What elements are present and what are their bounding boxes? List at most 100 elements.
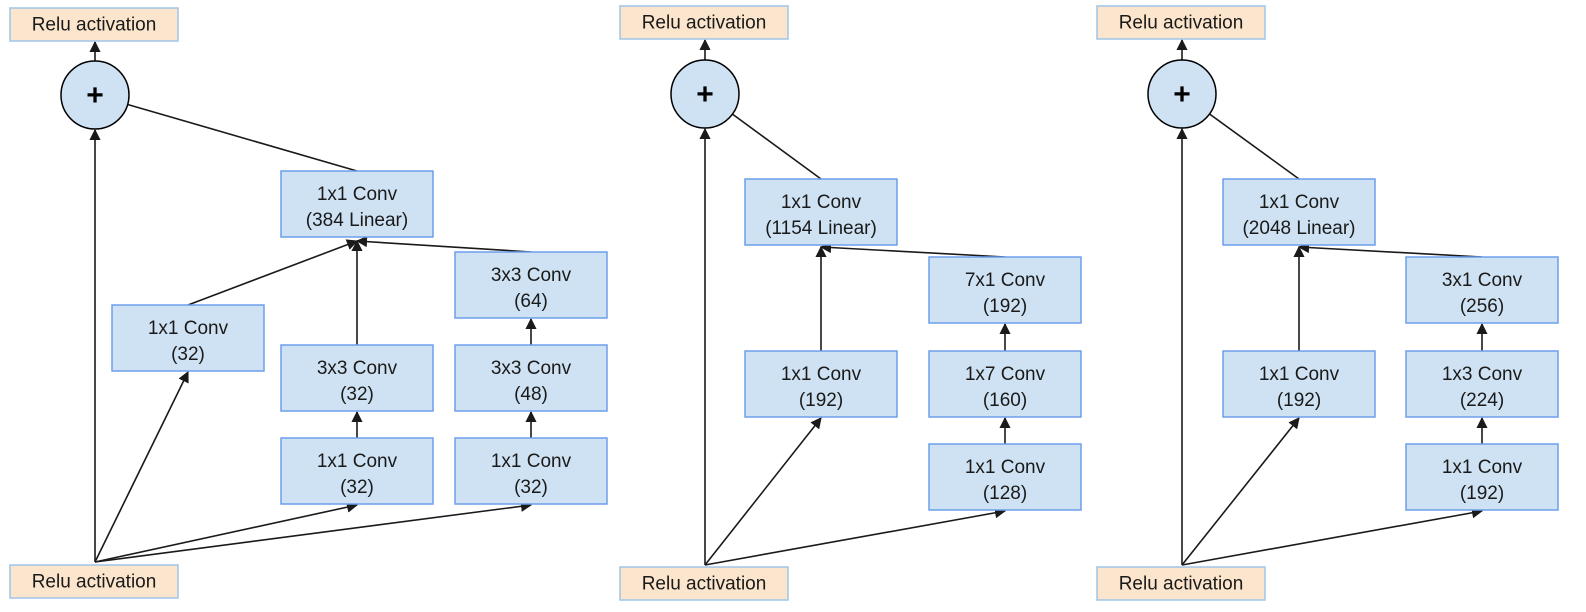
merge-conv-block-3: 1x1 Conv(2048 Linear) xyxy=(1222,178,1376,246)
conv-box-shape xyxy=(280,170,434,238)
conv-type-label: 1x1 Conv xyxy=(148,318,229,339)
relu-input-block-3: Relu activation xyxy=(1096,566,1266,601)
branch-1-conv-1: 1x1 Conv (192) xyxy=(1222,350,1376,418)
relu-output-block-2: Relu activation xyxy=(619,5,789,40)
relu-input-block-2: Relu activation xyxy=(619,566,789,601)
conv-box-shape xyxy=(454,344,608,412)
relu-label: Relu activation xyxy=(642,13,767,34)
branch-2-conv-1: 1x1 Conv (192) xyxy=(1405,443,1559,511)
plus-icon: + xyxy=(696,78,714,111)
conv-channels-label: (192) xyxy=(983,296,1027,317)
edge-input-to-branch-2 xyxy=(94,501,359,563)
conv-channels-label: (1154 Linear) xyxy=(765,218,877,239)
relu-box-shape xyxy=(9,7,179,42)
conv-box-shape xyxy=(280,344,434,412)
conv-type-label: 1x1 Conv xyxy=(965,457,1046,478)
sum-node-block-3: + xyxy=(1147,59,1217,129)
edge-branch-2-to-merge xyxy=(1297,241,1483,258)
relu-output-block-1: Relu activation xyxy=(9,7,179,42)
merge-conv-block-2: 1x1 Conv (1154 Linear) xyxy=(744,178,898,246)
conv-box-shape xyxy=(111,304,265,372)
conv-box-shape xyxy=(454,437,608,505)
conv-type-label: 1x1 Conv xyxy=(1442,457,1523,478)
conv-type-label: 1x1 Conv xyxy=(781,192,862,213)
conv-type-label: 1x7 Conv xyxy=(965,364,1046,385)
branch-2-conv-3: 7x1 Conv (192) xyxy=(928,256,1082,324)
conv-channels-label: (64) xyxy=(514,291,548,312)
conv-box-shape xyxy=(280,437,434,505)
branch-2-conv-3: 3x1 Conv (256) xyxy=(1405,256,1559,324)
sum-circle xyxy=(1147,59,1217,129)
conv-box-shape xyxy=(744,350,898,418)
conv-box-shape xyxy=(1405,256,1559,324)
conv-type-label: 1x1 Conv xyxy=(491,451,572,472)
conv-type-label: 3x3 Conv xyxy=(491,358,572,379)
edge-branch-1-to-merge xyxy=(187,239,359,306)
sum-circle xyxy=(60,60,130,130)
branch-2-conv-1: 1x1 Conv (32) xyxy=(280,437,434,505)
branch-2-conv-1: 1x1 Conv (128) xyxy=(928,443,1082,511)
relu-box-shape xyxy=(1096,5,1266,40)
branch-2-conv-2: 3x3 Conv (32) xyxy=(280,344,434,412)
branch-1-conv-1: 1x1 Conv (32) xyxy=(111,304,265,372)
conv-box-shape xyxy=(1405,443,1559,511)
conv-type-label: 3x3 Conv xyxy=(491,265,572,286)
relu-input-block-1: Relu activation xyxy=(9,564,179,599)
conv-channels-label: (32) xyxy=(514,477,548,498)
conv-box-shape xyxy=(928,256,1082,324)
relu-label: Relu activation xyxy=(1119,13,1244,34)
branch-1-conv-1: 1x1 Conv(192) xyxy=(744,350,898,418)
edge-input-to-branch-1 xyxy=(94,370,189,563)
conv-channels-label: (32) xyxy=(171,344,205,365)
conv-box-shape xyxy=(1222,350,1376,418)
conv-channels-label: (256) xyxy=(1460,296,1504,317)
conv-type-label: 7x1 Conv xyxy=(965,270,1046,291)
plus-icon: + xyxy=(1173,78,1191,111)
edge-branch-3-to-merge xyxy=(355,236,532,253)
branch-3-conv-2: 3x3 Conv (48) xyxy=(454,344,608,412)
sum-node-block-1: + xyxy=(60,60,130,130)
conv-channels-label: (32) xyxy=(340,384,374,405)
edge-input-to-branch-1 xyxy=(704,417,822,566)
edge-input-to-branch-3 xyxy=(94,500,533,563)
relu-label: Relu activation xyxy=(1119,574,1244,595)
conv-channels-label: (224) xyxy=(1460,390,1504,411)
edge-input-to-branch-2 xyxy=(704,507,1007,566)
branch-2-conv-2: 1x3 Conv (224) xyxy=(1405,350,1559,418)
conv-box-shape xyxy=(928,443,1082,511)
conv-type-label: 1x1 Conv xyxy=(1259,364,1340,385)
conv-type-label: 3x1 Conv xyxy=(1442,270,1523,291)
branch-3-conv-1: 1x1 Conv (32) xyxy=(454,437,608,505)
conv-channels-label: (160) xyxy=(983,390,1027,411)
conv-box-shape xyxy=(454,251,608,319)
conv-channels-label: (384 Linear) xyxy=(306,210,408,231)
relu-label: Relu activation xyxy=(32,15,157,36)
sum-circle xyxy=(670,59,740,129)
relu-label: Relu activation xyxy=(642,574,767,595)
conv-type-label: 1x1 Conv xyxy=(317,184,398,205)
conv-type-label: 3x3 Conv xyxy=(317,358,398,379)
conv-type-label: 1x3 Conv xyxy=(1442,364,1523,385)
conv-channels-label: (32) xyxy=(340,477,374,498)
relu-output-block-3: Relu activation xyxy=(1096,5,1266,40)
conv-box-shape xyxy=(1405,350,1559,418)
sum-node-block-2: + xyxy=(670,59,740,129)
conv-box-shape xyxy=(1222,178,1376,246)
conv-channels-label: (192) xyxy=(1277,390,1321,411)
edge-input-to-branch-1 xyxy=(1181,417,1300,566)
branch-2-conv-2: 1x7 Conv (160) xyxy=(928,350,1082,418)
conv-box-shape xyxy=(744,178,898,246)
relu-box-shape xyxy=(619,5,789,40)
conv-type-label: 1x1 Conv xyxy=(1259,192,1340,213)
conv-channels-label: (192) xyxy=(1460,483,1504,504)
conv-channels-label: (128) xyxy=(983,483,1027,504)
edge-input-to-branch-2 xyxy=(1181,507,1484,566)
relu-box-shape xyxy=(9,564,179,599)
conv-type-label: 1x1 Conv xyxy=(317,451,398,472)
conv-channels-label: (192) xyxy=(799,390,843,411)
branch-3-conv-3: 3x3 Conv (64) xyxy=(454,251,608,319)
relu-label: Relu activation xyxy=(32,572,157,593)
merge-conv-block-1: 1x1 Conv (384 Linear) xyxy=(280,170,434,238)
conv-channels-label: (48) xyxy=(514,384,548,405)
